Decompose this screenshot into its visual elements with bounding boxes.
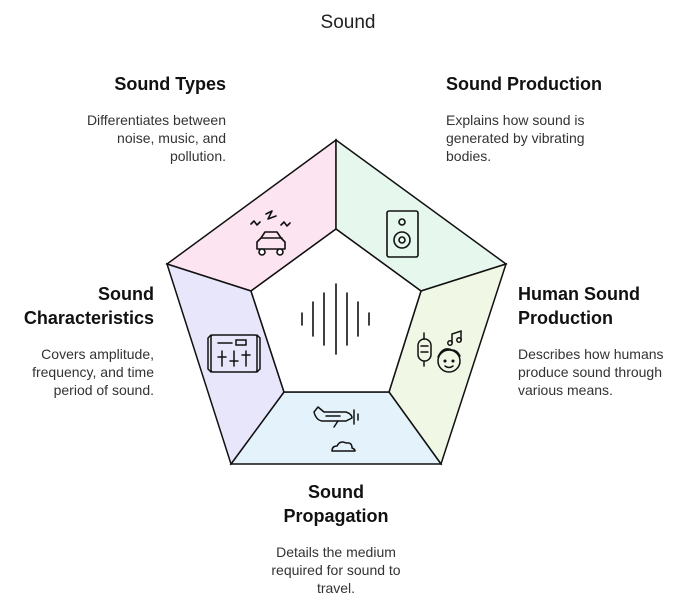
desc-sound-types: Differentiates between noise, music, and… [86,112,226,164]
airplane-cloud-icon [313,406,359,452]
desc-sound-propagation: Details the medium required for sound to… [271,544,401,596]
diagram-title: Sound [320,12,376,33]
sound-wave-icon [301,283,370,355]
heading-sound-characteristics: Sound Characteristics [23,284,154,328]
heading-human-sound-production: Human Sound Production [518,284,640,328]
heading-sound-types: Sound Types [114,74,226,94]
car-noise-icon [250,210,291,256]
speaker-icon [386,210,419,258]
singer-microphone-icon [417,329,462,373]
desc-sound-production: Explains how sound is generated by vibra… [446,112,585,164]
desc-human-sound-production: Describes how humans produce sound throu… [518,346,664,398]
desc-sound-characteristics: Covers amplitude, frequency, and time pe… [32,346,154,398]
heading-sound-production: Sound Production [446,74,602,94]
equalizer-icon [207,334,261,373]
heading-sound-propagation: Sound Propagation [283,482,389,526]
